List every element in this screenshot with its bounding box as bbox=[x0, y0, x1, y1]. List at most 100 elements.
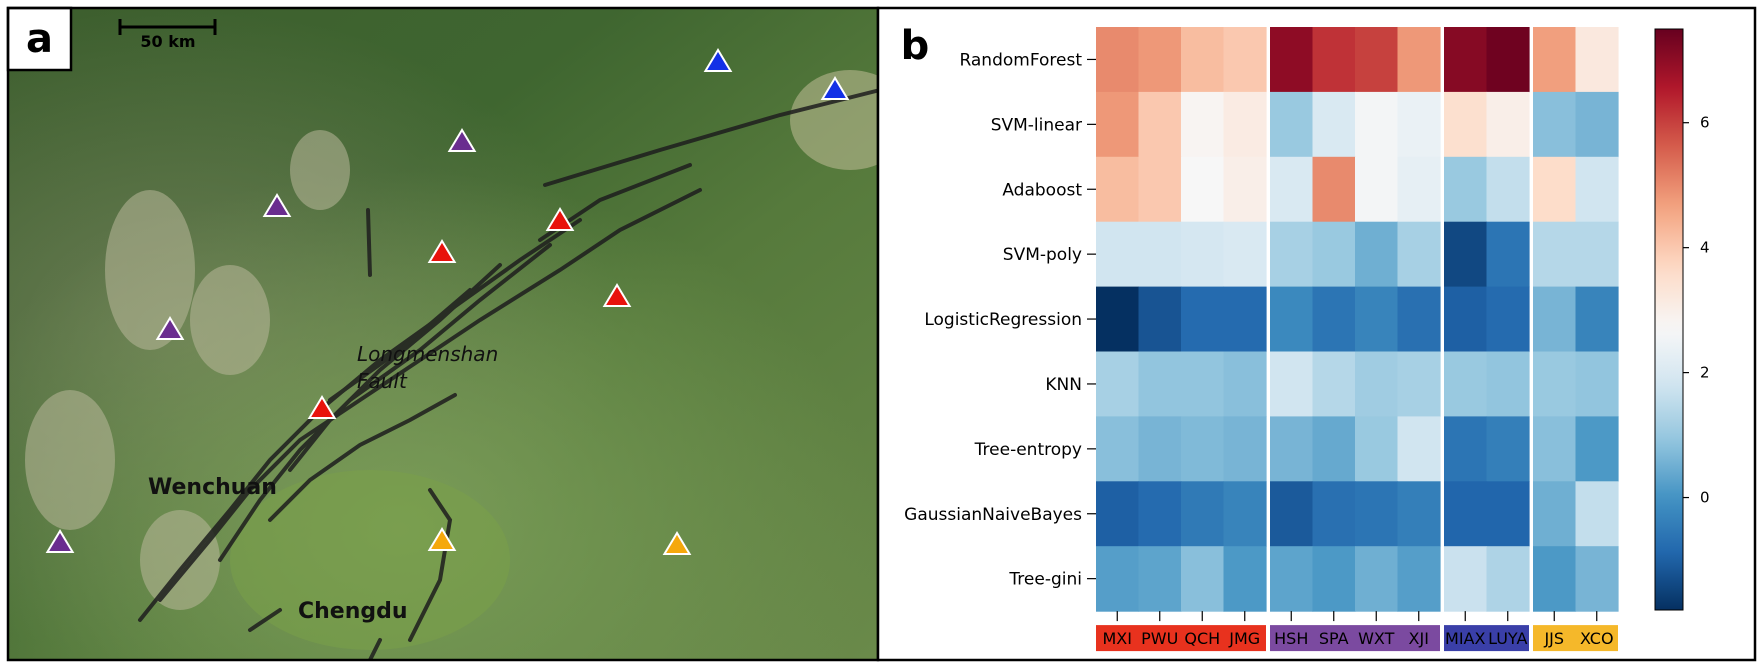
heatmap-cell bbox=[1397, 156, 1441, 223]
heatmap-cell bbox=[1533, 27, 1577, 93]
heatmap-cell bbox=[1444, 416, 1488, 482]
heatmap-cell bbox=[1575, 481, 1619, 547]
heatmap-cell bbox=[1223, 481, 1267, 547]
heatmap-cell bbox=[1138, 27, 1182, 93]
heatmap-cell bbox=[1270, 416, 1314, 482]
heatmap-cell bbox=[1138, 416, 1182, 482]
column-label: QCH bbox=[1184, 629, 1220, 648]
heatmap-cell bbox=[1444, 286, 1488, 353]
heatmap-cell bbox=[1575, 27, 1619, 93]
heatmap-cell bbox=[1096, 91, 1140, 158]
heatmap-cell bbox=[1096, 481, 1140, 547]
heatmap-cell bbox=[1533, 286, 1577, 353]
heatmap-cell bbox=[1575, 351, 1619, 417]
heatmap-cell bbox=[1096, 351, 1140, 417]
heatmap-cell bbox=[1486, 416, 1530, 482]
column-group-bar bbox=[1533, 625, 1618, 652]
column-label: SPA bbox=[1319, 629, 1349, 648]
heatmap-cell bbox=[1138, 351, 1182, 417]
heatmap-cell bbox=[1486, 481, 1530, 547]
scale-bar: 50 km bbox=[118, 19, 217, 51]
colorbar-tick-label: 6 bbox=[1700, 114, 1710, 132]
heatmap-cell bbox=[1138, 156, 1182, 223]
heatmap-cell bbox=[1397, 481, 1441, 547]
heatmap-cell bbox=[1486, 91, 1530, 158]
city-label-wenchuan: Wenchuan bbox=[148, 475, 277, 500]
heatmap-cell bbox=[1223, 156, 1267, 223]
heatmap-cell bbox=[1397, 546, 1441, 612]
heatmap-cell bbox=[1355, 156, 1399, 223]
heatmap-cell bbox=[1138, 221, 1182, 288]
heatmap-cell bbox=[1223, 546, 1267, 612]
heatmap-panel: b RandomForestSVM-linearAdaboostSVM-poly… bbox=[876, 6, 1757, 662]
station-marker-purple bbox=[262, 193, 292, 217]
heatmap-cell bbox=[1138, 481, 1182, 547]
column-label: HSH bbox=[1274, 629, 1308, 648]
heatmap-cell bbox=[1312, 546, 1356, 612]
heatmap-cell bbox=[1444, 481, 1488, 547]
row-label: LogisticRegression bbox=[924, 310, 1082, 330]
row-label: Tree-entropy bbox=[974, 440, 1082, 460]
heatmap-cell bbox=[1444, 546, 1488, 612]
heatmap-cell bbox=[1312, 286, 1356, 353]
heatmap-cell bbox=[1223, 286, 1267, 353]
heatmap-cell bbox=[1270, 27, 1314, 93]
row-label: Adaboost bbox=[1002, 180, 1082, 200]
column-label: XCO bbox=[1580, 629, 1614, 648]
heatmap-cell bbox=[1138, 91, 1182, 158]
heatmap-cell bbox=[1223, 221, 1267, 288]
heatmap-cell bbox=[1270, 221, 1314, 288]
heatmap-cell bbox=[1181, 156, 1225, 223]
fault-label-line2: Fault bbox=[357, 369, 408, 393]
column-label: LUYA bbox=[1488, 629, 1527, 648]
column-label: MIAX bbox=[1445, 629, 1485, 648]
row-labels: RandomForestSVM-linearAdaboostSVM-polyLo… bbox=[904, 50, 1096, 590]
heatmap-cell bbox=[1181, 481, 1225, 547]
station-marker-orange bbox=[662, 531, 692, 555]
heatmap-cell bbox=[1096, 221, 1140, 288]
heatmap-cell bbox=[1138, 286, 1182, 353]
heatmap-cell bbox=[1444, 351, 1488, 417]
heatmap-cell bbox=[1486, 351, 1530, 417]
heatmap-cell bbox=[1181, 27, 1225, 93]
heatmap-cell bbox=[1533, 416, 1577, 482]
row-label: RandomForest bbox=[959, 50, 1082, 70]
colorbar-tick-label: 0 bbox=[1700, 489, 1710, 507]
colorbar-gradient bbox=[1654, 28, 1684, 611]
heatmap-cell bbox=[1486, 27, 1530, 93]
row-label: Tree-gini bbox=[1008, 570, 1082, 590]
row-label: SVM-poly bbox=[1003, 245, 1082, 265]
heatmap-cell bbox=[1575, 221, 1619, 288]
heatmap-cell bbox=[1270, 546, 1314, 612]
heatmap-cell bbox=[1138, 546, 1182, 612]
station-marker-blue bbox=[820, 76, 850, 100]
heatmap-cell bbox=[1355, 221, 1399, 288]
station-marker-purple bbox=[447, 128, 477, 152]
heatmap-cell bbox=[1533, 546, 1577, 612]
heatmap-cell bbox=[1355, 91, 1399, 158]
heatmap-cell bbox=[1181, 91, 1225, 158]
snow-patches bbox=[25, 130, 350, 610]
heatmap-cell bbox=[1486, 156, 1530, 223]
scale-bar-label: 50 km bbox=[140, 32, 195, 51]
heatmap-cell bbox=[1181, 351, 1225, 417]
heatmap-cell bbox=[1533, 351, 1577, 417]
heatmap-cell bbox=[1312, 156, 1356, 223]
heatmap-cell bbox=[1312, 91, 1356, 158]
heatmap-cell bbox=[1223, 27, 1267, 93]
station-marker-red bbox=[602, 283, 632, 307]
station-marker-red bbox=[545, 207, 575, 231]
heatmap-cell bbox=[1575, 416, 1619, 482]
heatmap-cell bbox=[1312, 481, 1356, 547]
row-label: GaussianNaiveBayes bbox=[904, 505, 1082, 525]
heatmap-cell bbox=[1355, 416, 1399, 482]
station-marker-red bbox=[307, 395, 337, 419]
station-marker-purple bbox=[45, 529, 75, 553]
heatmap-cell bbox=[1355, 286, 1399, 353]
panel-b-label: b bbox=[901, 23, 930, 69]
map-panel: 50 km Longmenshan Fault Wenchuan Chengdu… bbox=[6, 6, 880, 662]
heatmap-cell bbox=[1181, 221, 1225, 288]
panel-a-label: a bbox=[26, 16, 53, 62]
heatmap-cell bbox=[1444, 156, 1488, 223]
